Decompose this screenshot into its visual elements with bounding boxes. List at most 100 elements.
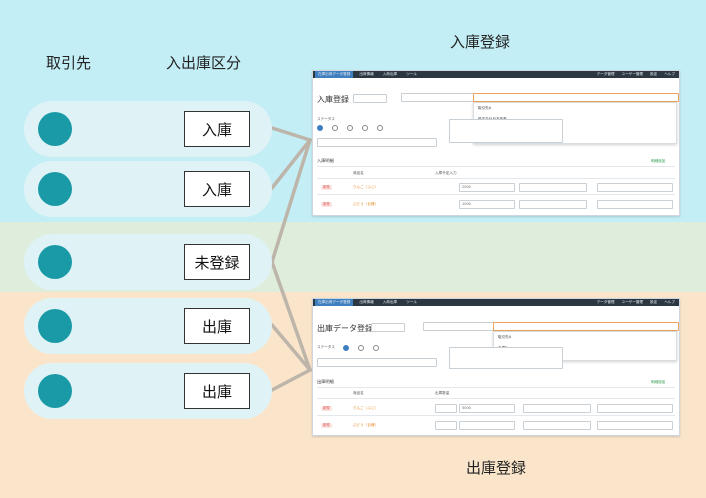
status-radios <box>317 125 389 131</box>
status-radios <box>343 345 385 351</box>
status-badge: 新規 <box>321 406 332 411</box>
shipment-nav: 在庫出荷データ登録 出荷情報 入荷出庫 ツール データ管理 ユーザー管理 設定 … <box>313 299 679 306</box>
radio[interactable] <box>343 345 349 351</box>
receipt-screenshot: 在庫出荷データ登録 出荷情報 入荷出庫 ツール データ管理 ユーザー管理 設定 … <box>312 70 680 216</box>
partner-select[interactable] <box>493 322 679 331</box>
col-product: 商品名 <box>353 391 364 395</box>
date-input[interactable] <box>353 94 387 103</box>
radio[interactable] <box>358 345 364 351</box>
partner-select[interactable] <box>473 93 679 102</box>
product-name[interactable]: ぶどう（巨峰） <box>353 423 379 427</box>
nav-right-item[interactable]: ヘルプ <box>664 72 675 76</box>
date-field[interactable] <box>317 358 437 367</box>
partner-header: 取引先 <box>46 54 92 72</box>
status-badge: 新規 <box>321 185 332 190</box>
screen-heading: 出庫データ登録 <box>317 324 373 333</box>
date-cell-input[interactable] <box>597 183 673 192</box>
connector-line <box>270 323 312 372</box>
radio[interactable] <box>377 125 383 131</box>
nav-right-item[interactable]: ヘルプ <box>664 300 675 304</box>
partner-dot <box>38 309 72 343</box>
partner-row: 出庫 <box>24 298 272 354</box>
date-cell-input[interactable] <box>597 200 673 209</box>
status-label: ステータス <box>317 345 335 349</box>
partner-row: 出庫 <box>24 363 272 419</box>
date-input[interactable] <box>371 323 405 332</box>
nav-tab[interactable]: 入荷出庫 <box>382 300 398 304</box>
partner-dot <box>38 374 72 408</box>
nav-tab[interactable]: 在庫出荷データ登録 <box>315 71 354 78</box>
nav-right-item[interactable]: 設定 <box>650 72 658 76</box>
date-cell-input[interactable] <box>597 404 673 413</box>
qty-input[interactable]: 2000 <box>459 183 515 192</box>
section-title: 入庫明細 <box>317 158 334 163</box>
receipt-nav: 在庫出荷データ登録 出荷情報 入荷出庫 ツール データ管理 ユーザー管理 設定 … <box>313 71 679 78</box>
radio[interactable] <box>362 125 368 131</box>
nav-tab[interactable]: 出荷情報 <box>359 300 374 304</box>
note-input[interactable] <box>523 404 591 413</box>
dropdown-item[interactable]: 取引先A <box>498 335 512 339</box>
product-name[interactable]: りんご（ふじ） <box>353 406 379 410</box>
status-label: ステータス <box>317 117 335 121</box>
add-row-button[interactable]: 明細追加 <box>651 159 666 163</box>
connector-line <box>270 126 312 142</box>
category-box: 入庫 <box>184 111 250 147</box>
category-box: 入庫 <box>184 171 250 207</box>
shipment-title: 出庫登録 <box>466 459 527 477</box>
nav-tab[interactable]: 出荷情報 <box>359 72 374 76</box>
screen-heading: 入庫登録 <box>317 95 349 104</box>
shipment-screenshot: 在庫出荷データ登録 出荷情報 入荷出庫 ツール データ管理 ユーザー管理 設定 … <box>312 298 680 436</box>
nav-tab[interactable]: ツール <box>406 300 417 304</box>
category-box: 出庫 <box>184 373 250 409</box>
nav-tab[interactable]: 入荷出庫 <box>382 72 398 76</box>
partner-dot <box>38 172 72 206</box>
filter-input[interactable] <box>401 93 475 102</box>
connector-line <box>270 368 312 392</box>
qty-input[interactable] <box>459 421 515 430</box>
status-badge: 新規 <box>321 423 332 428</box>
memo-field[interactable] <box>449 119 563 143</box>
nav-right-item[interactable]: ユーザー管理 <box>621 300 644 304</box>
date-field[interactable] <box>317 138 437 147</box>
nav-right-item[interactable]: データ管理 <box>596 300 615 304</box>
section-title: 出庫明細 <box>317 379 334 384</box>
product-name[interactable]: ぶどう（巨峰） <box>353 202 379 206</box>
radio[interactable] <box>373 345 379 351</box>
category-box: 出庫 <box>184 308 250 344</box>
qty-input[interactable]: 5000 <box>459 404 515 413</box>
status-badge: 新規 <box>321 202 332 207</box>
radio[interactable] <box>317 125 323 131</box>
radio[interactable] <box>332 125 338 131</box>
partner-row: 入庫 <box>24 161 272 217</box>
connector-line <box>270 138 312 264</box>
connector-line <box>270 138 312 190</box>
memo-field[interactable] <box>449 347 563 369</box>
partner-dot <box>38 112 72 146</box>
filter-input[interactable] <box>423 322 495 331</box>
nav-right-item[interactable]: データ管理 <box>596 72 615 76</box>
qty-input[interactable]: 1000 <box>459 200 515 209</box>
nav-tab[interactable]: ツール <box>406 72 417 76</box>
col-qty: 出庫数量 <box>435 391 450 395</box>
add-row-button[interactable]: 明細追加 <box>651 380 666 384</box>
note-input[interactable] <box>523 421 591 430</box>
dropdown-item[interactable]: 取引先A <box>478 106 492 110</box>
note-input[interactable] <box>519 183 587 192</box>
category-header: 入出庫区分 <box>166 54 242 72</box>
connector-line <box>270 260 312 372</box>
nav-right-item[interactable]: ユーザー管理 <box>621 72 644 76</box>
product-name[interactable]: りんご（ふじ） <box>353 185 379 189</box>
nav-tab[interactable]: 在庫出荷データ登録 <box>315 299 354 306</box>
note-input[interactable] <box>519 200 587 209</box>
date-cell-input[interactable] <box>597 421 673 430</box>
partner-dropdown: 取引先A 株式会社日本商事 倉庫B <box>473 102 677 144</box>
col-product: 商品名 <box>353 171 364 175</box>
col-qty: 入庫予定入力 <box>435 171 457 175</box>
partner-row: 入庫 <box>24 101 272 157</box>
radio[interactable] <box>347 125 353 131</box>
unit-input[interactable] <box>435 404 457 413</box>
nav-right-item[interactable]: 設定 <box>650 300 658 304</box>
category-box: 未登録 <box>184 244 250 280</box>
unit-input[interactable] <box>435 421 457 430</box>
